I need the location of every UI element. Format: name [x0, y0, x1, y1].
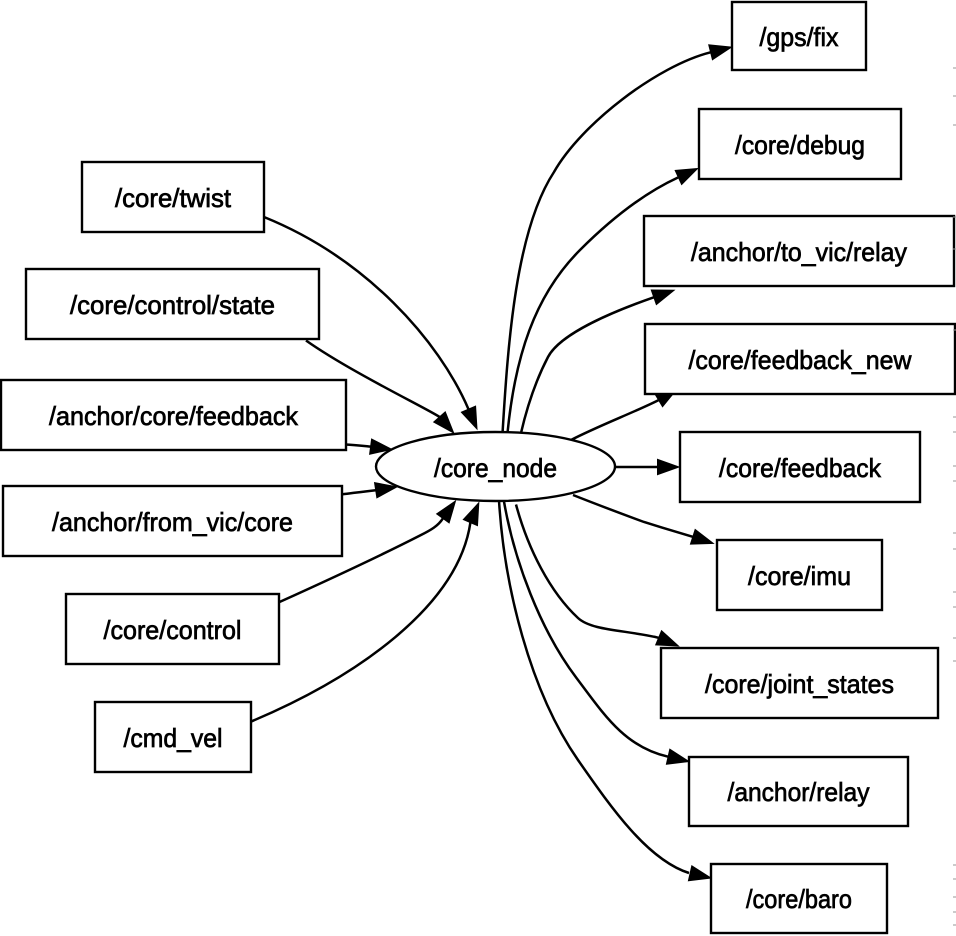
svg-text:/core/twist: /core/twist — [115, 183, 232, 213]
svg-text:/core/debug: /core/debug — [735, 130, 865, 160]
svg-text:/cmd_vel: /cmd_vel — [124, 723, 223, 753]
svg-text:/anchor/core/feedback: /anchor/core/feedback — [49, 401, 299, 431]
svg-text:/core/baro: /core/baro — [746, 884, 852, 914]
svg-text:/core/control/state: /core/control/state — [70, 290, 275, 320]
svg-text:/core/control: /core/control — [104, 615, 242, 645]
svg-text:/core/feedback: /core/feedback — [719, 453, 882, 483]
svg-text:/core/imu: /core/imu — [748, 561, 851, 591]
svg-text:/core/joint_states: /core/joint_states — [705, 669, 894, 699]
svg-text:/gps/fix: /gps/fix — [760, 22, 839, 52]
svg-text:/anchor/from_vic/core: /anchor/from_vic/core — [52, 507, 293, 537]
svg-text:/anchor/to_vic/relay: /anchor/to_vic/relay — [691, 237, 907, 267]
svg-text:/core_node: /core_node — [434, 453, 557, 483]
svg-text:/core/feedback_new: /core/feedback_new — [689, 345, 912, 375]
svg-text:/anchor/relay: /anchor/relay — [728, 777, 870, 807]
